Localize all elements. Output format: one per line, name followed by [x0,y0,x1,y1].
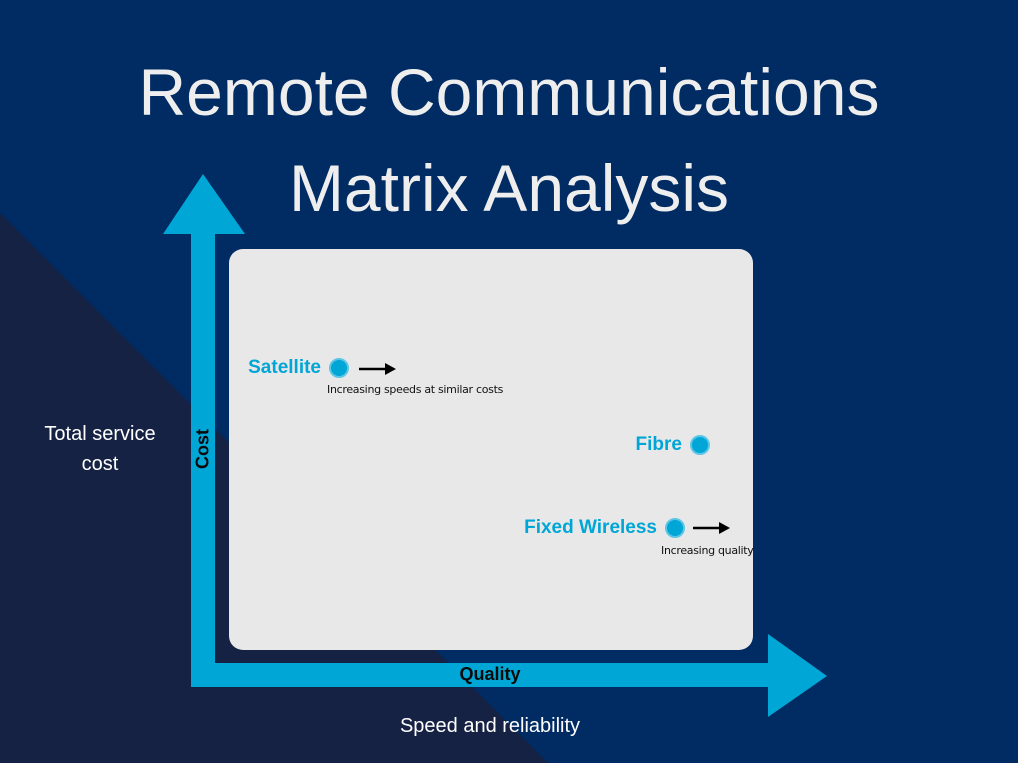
y-axis-description: Total service cost [44,423,156,475]
point-label: Fibre [635,434,682,455]
slide-title-line-2: Matrix Analysis [288,151,730,225]
trend-note: Increasing quality [661,544,754,557]
point-label: Fixed Wireless [524,517,657,538]
x-axis-name: Quality [459,664,521,684]
y-axis-name: Cost [192,429,213,469]
slide-title-line-1: Remote Communications [138,55,880,129]
point-satellite: Satellite [248,357,349,379]
trend-arrow-right-icon [359,363,396,375]
trend-arrow-right-icon [693,522,730,534]
y-axis-arrow [163,174,245,663]
point-label: Satellite [248,357,321,378]
point-fixed-wireless: Fixed Wireless [524,517,685,539]
point-marker-dot [690,435,710,455]
matrix-box [229,249,753,650]
x-axis-description: Speed and reliability [399,715,581,737]
point-marker-dot [665,518,685,538]
point-marker-dot [329,358,349,378]
x-axis-arrow [191,634,827,717]
point-fibre: Fibre [636,434,710,456]
trend-note: Increasing speeds at similar costs [327,383,504,396]
